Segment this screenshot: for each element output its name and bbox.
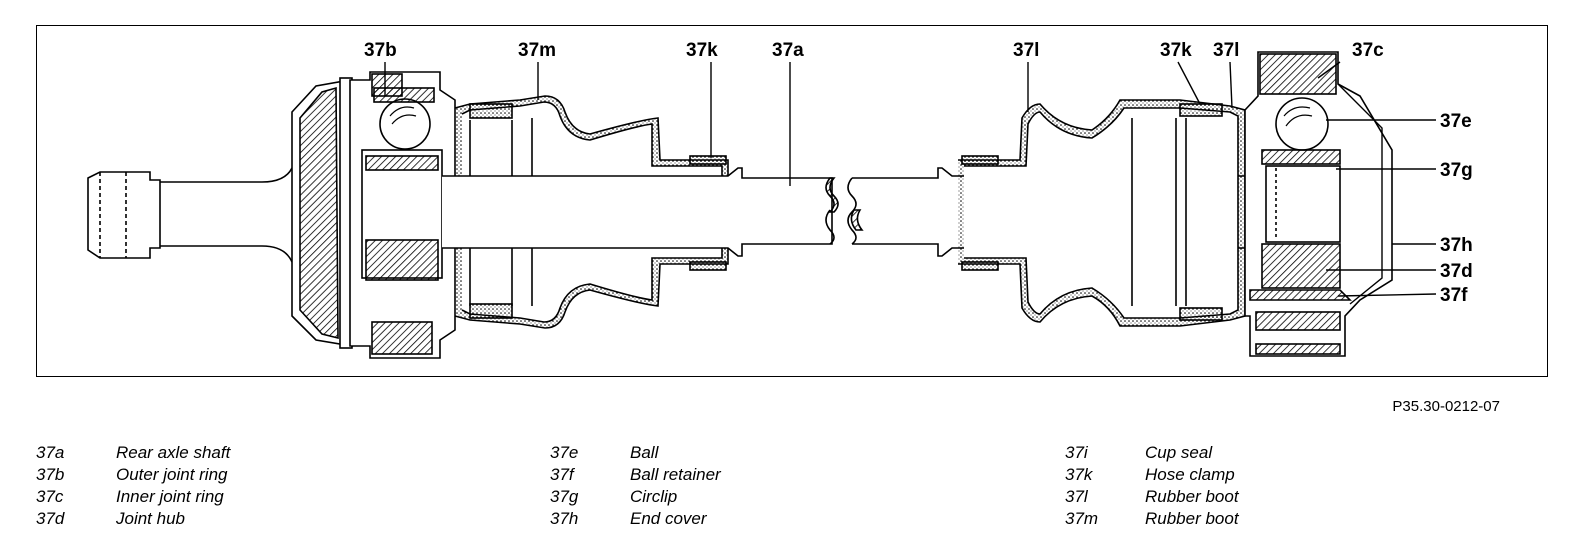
legend-label: Outer joint ring (116, 465, 228, 484)
callouts: 37b 37m 37k 37a 37l 37k 37l 37c 37e 37g … (364, 40, 1473, 306)
legend-row: 37c Inner joint ring (36, 486, 230, 508)
legend-code: 37h (550, 509, 579, 528)
callout-37h: 37h (1440, 235, 1473, 256)
callout-37b: 37b (364, 40, 397, 61)
legend-label: Circlip (630, 487, 678, 506)
leader-lines (384, 61, 1437, 297)
callout-37l-right: 37l (1213, 40, 1239, 61)
figure-code: P35.30-0212-07 (1392, 398, 1500, 415)
legend-label: End cover (630, 509, 707, 528)
driveshaft-drawing: 37b 37m 37k 37a 37l 37k 37l 37c 37e 37g … (87, 40, 1473, 359)
figure-frame (36, 25, 1548, 377)
callout-37e: 37e (1440, 111, 1472, 132)
legend-row: 37a Rear axle shaft (36, 442, 230, 464)
legend-row: 37m Rubber boot (1065, 508, 1239, 530)
legend-code: 37g (550, 487, 579, 506)
stub-shaft (87, 167, 293, 263)
callout-37f: 37f (1440, 285, 1468, 306)
legend-row: 37i Cup seal (1065, 442, 1239, 464)
legend-code: 37f (550, 465, 574, 484)
legend-code: 37l (1065, 487, 1088, 506)
callout-37c: 37c (1352, 40, 1384, 61)
legend-row: 37h End cover (550, 508, 721, 530)
legend-row: 37e Ball (550, 442, 721, 464)
legend-label: Joint hub (116, 509, 185, 528)
legend-label: Rubber boot (1145, 509, 1239, 528)
legend-code: 37d (36, 509, 65, 528)
callout-37a: 37a (772, 40, 804, 61)
legend-label: Rubber boot (1145, 487, 1239, 506)
legend-code: 37k (1065, 465, 1093, 484)
outer-joint-housing (291, 71, 456, 359)
legend-label: Ball (630, 443, 659, 462)
legend-row: 37g Circlip (550, 486, 721, 508)
legend-code: 37b (36, 465, 65, 484)
legend-label: Rear axle shaft (116, 443, 231, 462)
legend-label: Ball retainer (630, 465, 721, 484)
legend-row: 37f Ball retainer (550, 464, 721, 486)
legend-row: 37d Joint hub (36, 508, 230, 530)
legend-column-1: 37a Rear axle shaft 37b Outer joint ring 3… (36, 442, 230, 530)
legend-column-2: 37e Ball 37f Ball retainer 37g Circlip 37h E… (550, 442, 721, 530)
legend-row: 37b Outer joint ring (36, 464, 230, 486)
legend-row: 37l Rubber boot (1065, 486, 1239, 508)
legend-code: 37a (36, 443, 65, 462)
legend-code: 37e (550, 443, 579, 462)
legend-label: Hose clamp (1145, 465, 1235, 484)
legend-label: Cup seal (1145, 443, 1213, 462)
legend-code: 37i (1065, 443, 1088, 462)
callout-37g: 37g (1440, 160, 1473, 181)
right-rubber-boot (958, 99, 1246, 327)
callout-37d: 37d (1440, 261, 1473, 282)
legend-label: Inner joint ring (116, 487, 224, 506)
legend-code: 37c (36, 487, 64, 506)
inner-joint (1244, 51, 1393, 357)
legend-row: 37k Hose clamp (1065, 464, 1239, 486)
callout-37m: 37m (518, 40, 556, 61)
callout-37k-left: 37k (686, 40, 718, 61)
callout-37k-right: 37k (1160, 40, 1192, 61)
callout-37l-left: 37l (1013, 40, 1039, 61)
legend-code: 37m (1065, 509, 1099, 528)
